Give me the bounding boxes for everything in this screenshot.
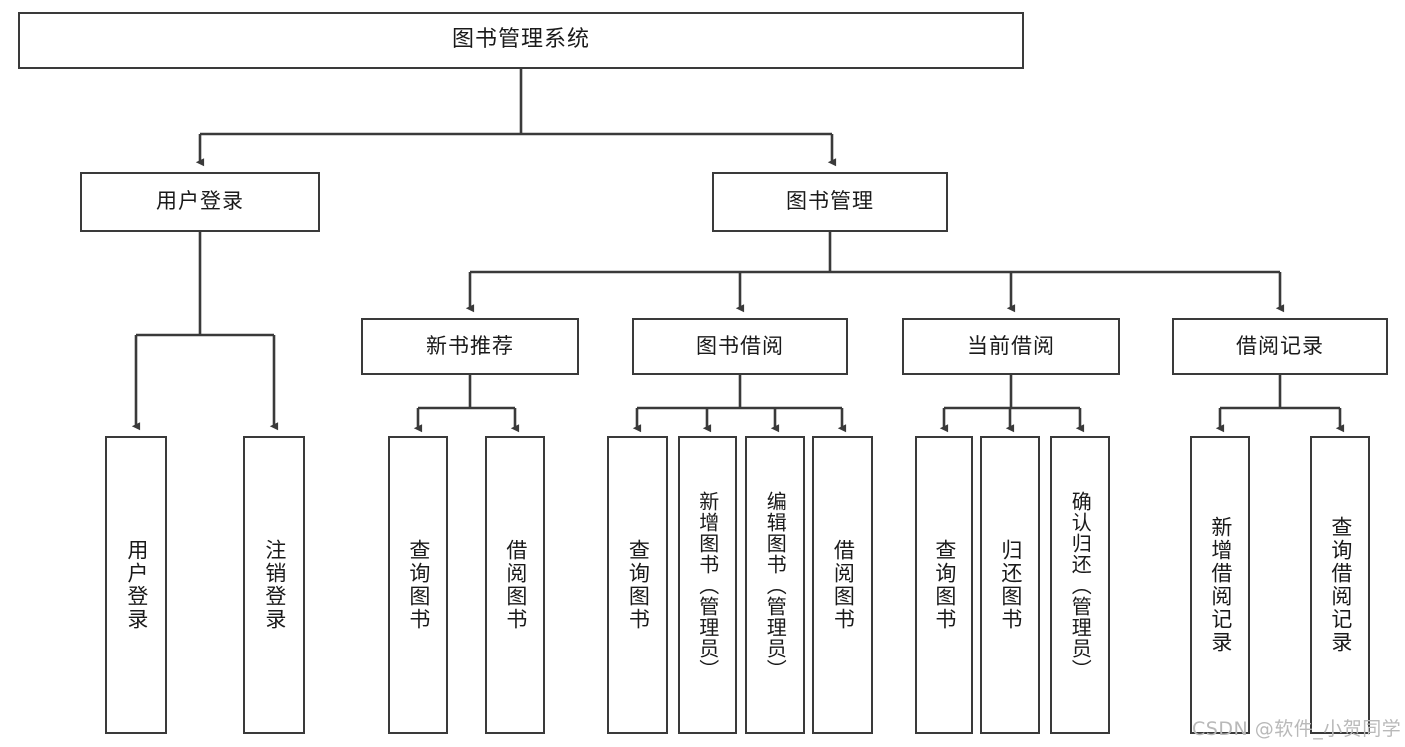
node-leaf-edit-book[interactable]: 编辑图书（管理员） <box>745 436 805 734</box>
node-leaf-return-book[interactable]: 归还图书 <box>980 436 1040 734</box>
node-leaf-query-book-3[interactable]: 查询图书 <box>915 436 973 734</box>
node-leaf-borrow-book-1[interactable]: 借阅图书 <box>485 436 545 734</box>
node-leaf-borrow-book-2[interactable]: 借阅图书 <box>812 436 873 734</box>
node-leaf-user-login[interactable]: 用户登录 <box>105 436 167 734</box>
node-root-system[interactable]: 图书管理系统 <box>18 12 1024 69</box>
node-leaf-add-record[interactable]: 新增借阅记录 <box>1190 436 1250 734</box>
node-book-manage[interactable]: 图书管理 <box>712 172 948 232</box>
node-user-login[interactable]: 用户登录 <box>80 172 320 232</box>
csdn-watermark: CSDN @软件_小贺同学 <box>1192 718 1402 740</box>
node-leaf-add-book[interactable]: 新增图书（管理员） <box>678 436 737 734</box>
node-borrow-record[interactable]: 借阅记录 <box>1172 318 1388 375</box>
node-leaf-logout[interactable]: 注销登录 <box>243 436 305 734</box>
node-leaf-query-book-1[interactable]: 查询图书 <box>388 436 448 734</box>
node-book-borrow[interactable]: 图书借阅 <box>632 318 848 375</box>
node-leaf-confirm-return[interactable]: 确认归还（管理员） <box>1050 436 1110 734</box>
node-new-book-rec[interactable]: 新书推荐 <box>361 318 579 375</box>
node-leaf-query-book-2[interactable]: 查询图书 <box>607 436 668 734</box>
node-leaf-query-record[interactable]: 查询借阅记录 <box>1310 436 1370 734</box>
node-current-borrow[interactable]: 当前借阅 <box>902 318 1120 375</box>
